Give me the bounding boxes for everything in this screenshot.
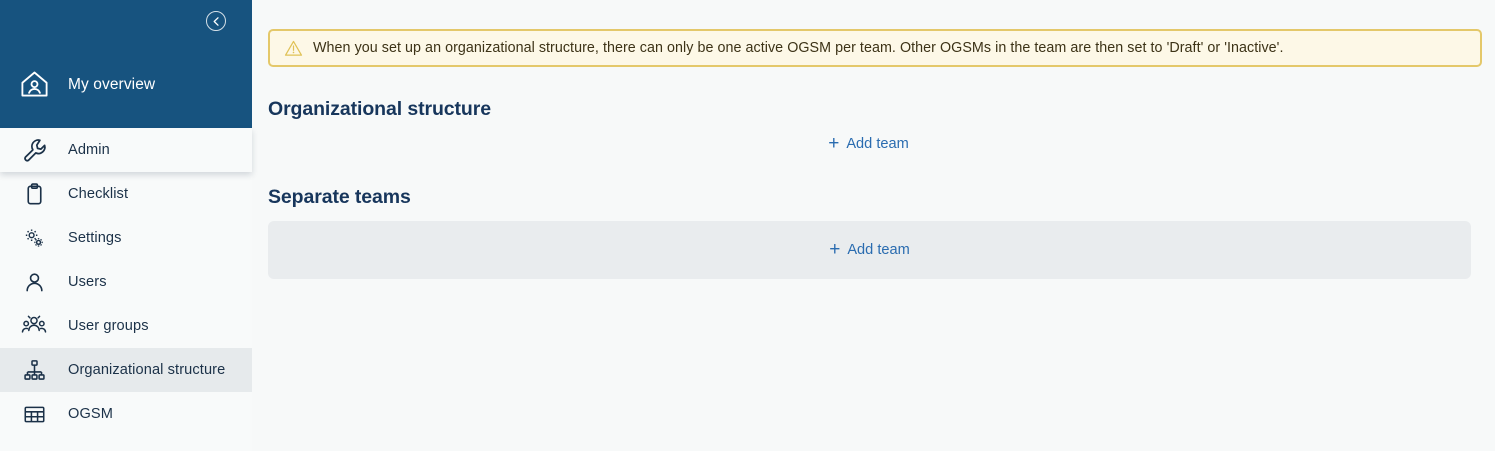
plus-icon: +: [828, 132, 840, 154]
sidebar-item-settings[interactable]: Settings: [0, 216, 252, 260]
sidebar-item-label: Settings: [68, 230, 122, 246]
sidebar-item-label: OGSM: [68, 406, 113, 422]
sidebar-item-label: Organizational structure: [68, 362, 226, 378]
page-title-separate-teams: Separate teams: [268, 186, 411, 208]
users-group-icon: [0, 313, 68, 339]
sidebar-item-my-overview[interactable]: My overview: [0, 69, 252, 100]
sidebar-item-label: Users: [68, 274, 107, 290]
page-title-organizational-structure: Organizational structure: [268, 98, 491, 120]
user-icon: [0, 270, 68, 295]
sidebar-header: My overview: [0, 0, 252, 128]
clipboard-icon: [0, 182, 68, 207]
home-user-icon: [0, 69, 68, 100]
plus-icon: +: [829, 239, 841, 260]
gears-icon: [0, 226, 68, 251]
sidebar: My overview Admin: [0, 0, 252, 451]
sidebar-item-label: User groups: [68, 318, 149, 334]
sidebar-item-label: Admin: [68, 142, 110, 158]
org-chart-icon: [0, 358, 68, 383]
sidebar-item-label: My overview: [68, 75, 156, 93]
sidebar-item-admin[interactable]: Admin: [0, 128, 252, 172]
sidebar-item-users[interactable]: Users: [0, 260, 252, 304]
wrench-icon: [0, 137, 68, 164]
table-grid-icon: [0, 402, 68, 427]
sidebar-item-organizational-structure[interactable]: Organizational structure: [0, 348, 252, 392]
main-content: When you set up an organizational struct…: [252, 0, 1495, 451]
sidebar-item-label: Checklist: [68, 186, 129, 202]
warning-triangle-icon: [284, 39, 303, 58]
chevron-left-circle-icon: [211, 16, 222, 27]
add-team-button-structure[interactable]: + Add team: [828, 134, 909, 153]
sidebar-item-checklist[interactable]: Checklist: [0, 172, 252, 216]
add-team-label: Add team: [846, 135, 909, 152]
warning-banner: When you set up an organizational struct…: [268, 29, 1482, 67]
collapse-sidebar-button[interactable]: [206, 11, 226, 31]
add-team-button-separate[interactable]: + Add team: [829, 239, 910, 260]
sidebar-item-ogsm[interactable]: OGSM: [0, 392, 252, 436]
warning-banner-text: When you set up an organizational struct…: [313, 40, 1284, 56]
sidebar-primary-block: Admin: [0, 128, 252, 172]
sidebar-item-user-groups[interactable]: User groups: [0, 304, 252, 348]
separate-teams-panel: + Add team: [268, 221, 1471, 279]
add-team-row-structure: + Add team: [268, 121, 1469, 166]
add-team-label: Add team: [847, 242, 910, 258]
sidebar-nav-list: Checklist Settings: [0, 172, 252, 436]
